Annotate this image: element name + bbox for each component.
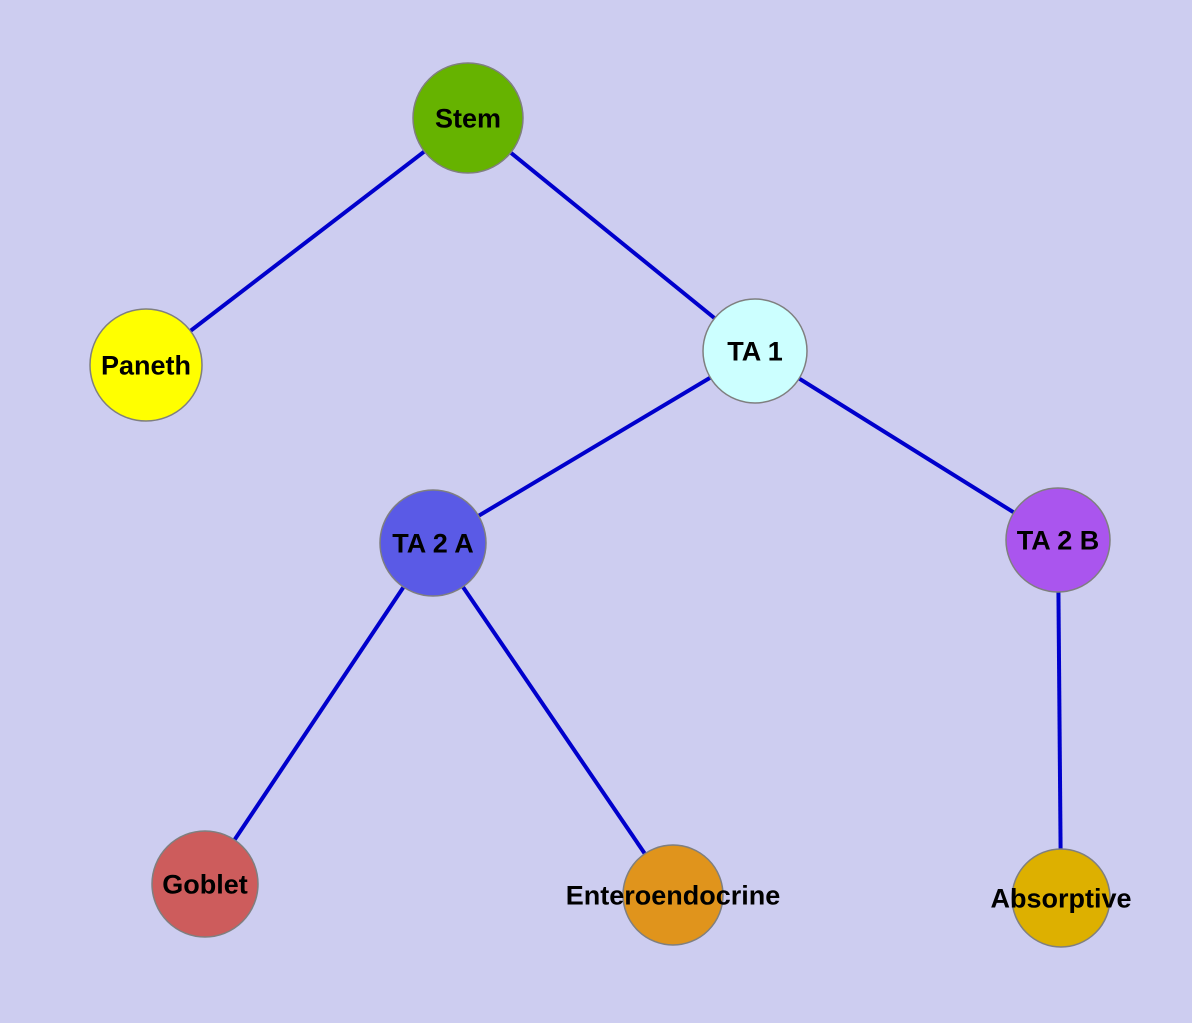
node-ta1[interactable]: TA 1	[702, 298, 808, 404]
node-stem[interactable]: Stem	[412, 62, 524, 174]
edge-stem-ta1	[466, 116, 757, 353]
node-circle-ta2a[interactable]	[379, 489, 487, 597]
node-ta2b[interactable]: TA 2 B	[1005, 487, 1111, 593]
node-circle-stem[interactable]	[412, 62, 524, 174]
edges-layer	[144, 116, 1063, 899]
node-circle-goblet[interactable]	[151, 830, 259, 938]
node-goblet[interactable]: Goblet	[151, 830, 259, 938]
node-circle-paneth[interactable]	[89, 308, 203, 422]
edge-stem-paneth	[144, 116, 470, 367]
edge-ta2a-goblet	[203, 541, 435, 886]
edge-ta2a-enteroendocrine	[431, 541, 675, 897]
node-circle-absorptive[interactable]	[1011, 848, 1111, 948]
edge-ta1-ta2a	[431, 349, 757, 545]
node-circle-ta2b[interactable]	[1005, 487, 1111, 593]
node-circle-enteroendocrine[interactable]	[622, 844, 724, 946]
node-ta2a[interactable]: TA 2 A	[379, 489, 487, 597]
node-circle-ta1[interactable]	[702, 298, 808, 404]
edge-ta2b-absorptive	[1056, 539, 1063, 899]
edge-ta1-ta2b	[753, 349, 1060, 542]
node-paneth[interactable]: Paneth	[89, 308, 203, 422]
